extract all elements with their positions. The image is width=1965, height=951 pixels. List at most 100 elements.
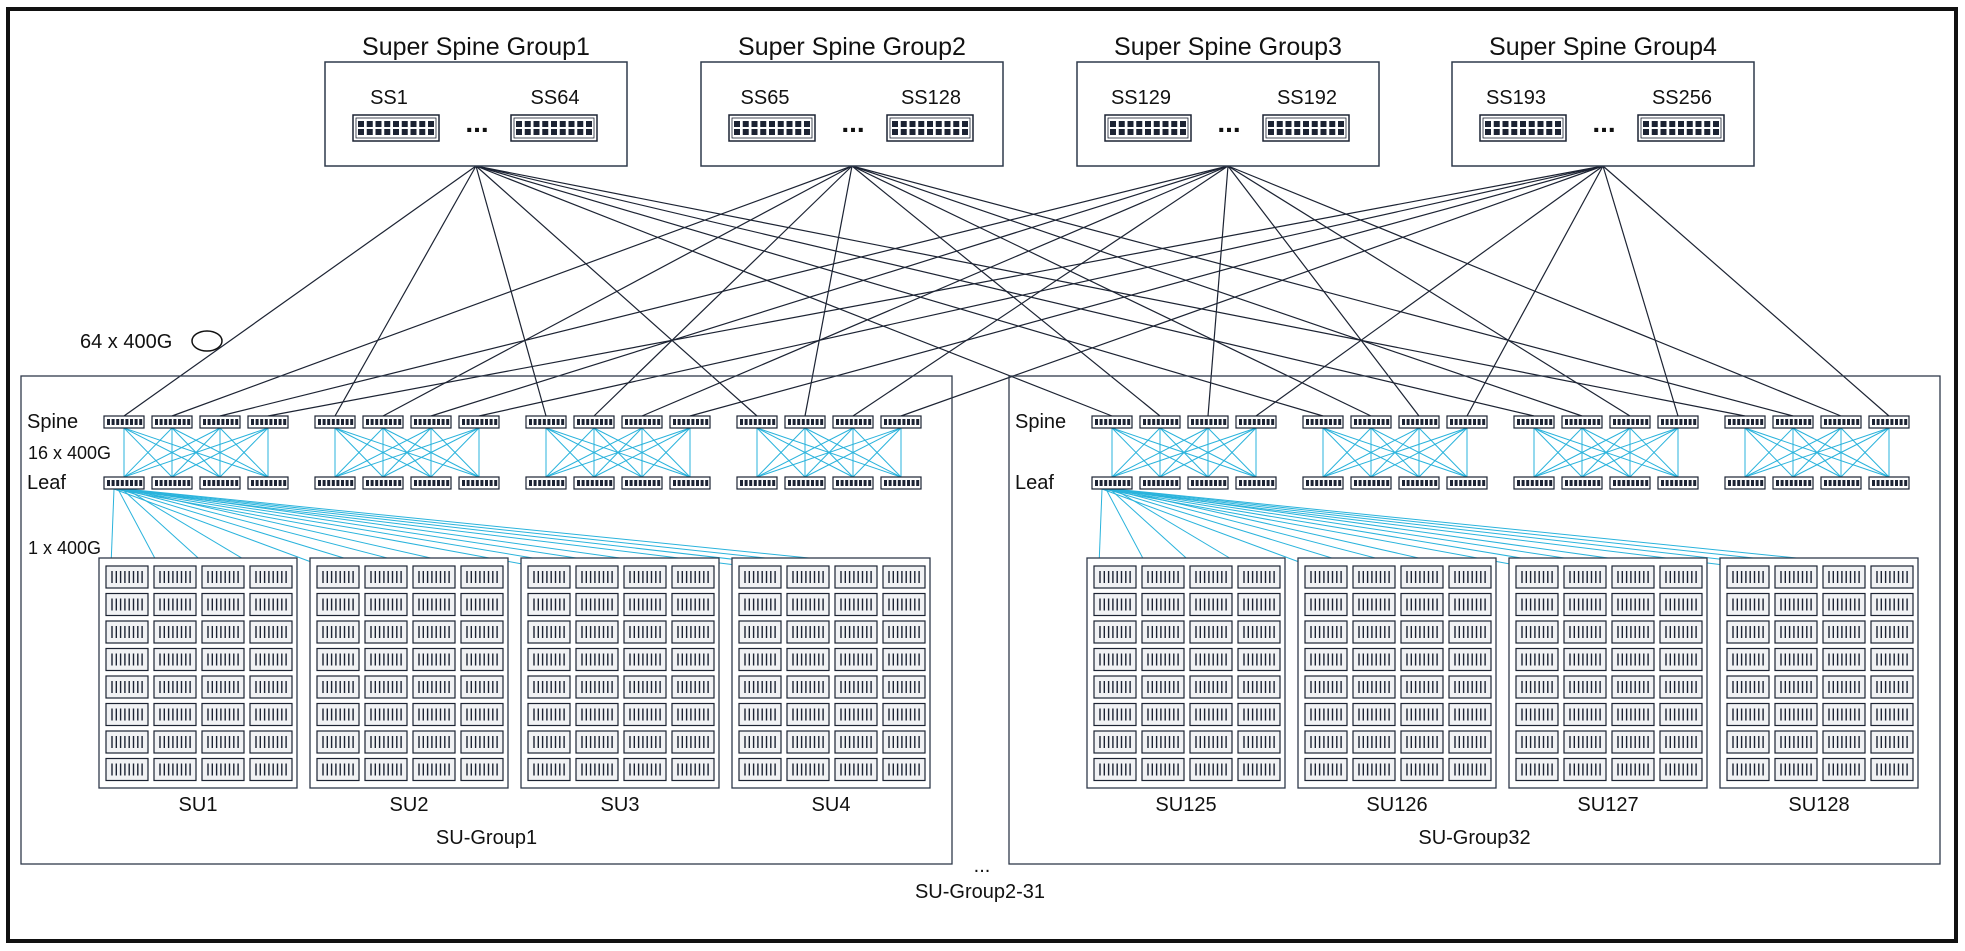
- leaf-switch: [1513, 476, 1555, 490]
- server-node: [1237, 675, 1281, 699]
- spine-switch: [880, 415, 922, 429]
- server-node: [1611, 565, 1655, 589]
- super-spine-link: [851, 165, 1583, 417]
- server-node: [738, 620, 782, 644]
- server-node: [882, 565, 926, 589]
- spine-switch: [1350, 415, 1392, 429]
- leaf-switch: [1302, 476, 1344, 490]
- server-node: [671, 647, 715, 672]
- server-node: [412, 592, 456, 617]
- server-node: [1141, 702, 1185, 727]
- server-node: [738, 730, 782, 754]
- su-group-box: [1008, 375, 1941, 865]
- server-node: [527, 592, 571, 617]
- spine-switch: [1398, 415, 1440, 429]
- server-node: [460, 620, 504, 644]
- spine-leaf-mesh: [1111, 427, 1890, 478]
- leaf-switch: [151, 476, 193, 490]
- server-node: [1304, 675, 1348, 699]
- su-group-box: [20, 375, 953, 865]
- leaf-switch: [1868, 476, 1910, 490]
- server-node: [882, 592, 926, 617]
- spine-row-label: Spine: [1015, 411, 1066, 433]
- server-node: [1563, 730, 1607, 754]
- leaf-switch: [1609, 476, 1651, 490]
- super-spine-switch-label: SS64: [531, 87, 580, 109]
- super-spine-switch-label: SS128: [901, 87, 961, 109]
- server-node: [1141, 565, 1185, 589]
- server-node: [1093, 730, 1137, 754]
- spine-switch: [103, 415, 145, 429]
- server-node: [1563, 647, 1607, 672]
- server-node: [316, 702, 360, 727]
- server-node: [105, 565, 149, 589]
- spine-switch: [1302, 415, 1344, 429]
- leaf-switch: [573, 476, 615, 490]
- server-node: [882, 620, 926, 644]
- server-node: [786, 592, 830, 617]
- server-node: [1659, 620, 1703, 644]
- server-node: [1141, 675, 1185, 699]
- server-node: [1400, 592, 1444, 617]
- server-node: [1563, 702, 1607, 727]
- server-node: [671, 757, 715, 782]
- scalable-unit-label: SU4: [812, 794, 851, 816]
- server-node: [786, 730, 830, 754]
- server-node: [1237, 702, 1281, 727]
- server-node: [364, 675, 408, 699]
- server-node: [153, 620, 197, 644]
- scalable-unit: [1297, 557, 1497, 789]
- server-node: [575, 730, 619, 754]
- leaf-switch: [1772, 476, 1814, 490]
- spine-switch: [1235, 415, 1277, 429]
- server-node: [316, 730, 360, 754]
- link-label: 64 x 400G: [80, 331, 172, 353]
- spine-switch: [1187, 415, 1229, 429]
- server-node: [1189, 592, 1233, 617]
- server-node: [786, 675, 830, 699]
- server-node: [460, 702, 504, 727]
- server-node: [1304, 757, 1348, 782]
- leaf-switch: [1446, 476, 1488, 490]
- super-spine-link: [851, 165, 1161, 417]
- server-node: [460, 592, 504, 617]
- server-node: [1304, 592, 1348, 617]
- leaf-row-label: Leaf: [27, 472, 66, 494]
- server-node: [1400, 702, 1444, 727]
- leaf-switch: [410, 476, 452, 490]
- server-node: [671, 592, 715, 617]
- super-spine-switch-label: SS192: [1277, 87, 1337, 109]
- leaf-switch: [362, 476, 404, 490]
- spine-switch: [1724, 415, 1766, 429]
- server-node: [105, 730, 149, 754]
- middle-dots: ...: [974, 855, 991, 877]
- leaf-switch: [1398, 476, 1440, 490]
- server-node: [1563, 565, 1607, 589]
- server-node: [738, 702, 782, 727]
- server-node: [412, 620, 456, 644]
- leaf-switch: [1091, 476, 1133, 490]
- server-node: [738, 592, 782, 617]
- scalable-unit: [98, 557, 298, 789]
- super-spine-group-title: Super Spine Group4: [1489, 33, 1717, 61]
- server-node: [1611, 620, 1655, 644]
- super-spine-switch: [1479, 114, 1567, 142]
- server-node: [1352, 565, 1396, 589]
- spine-switch: [669, 415, 711, 429]
- server-node: [201, 702, 245, 727]
- server-node: [575, 620, 619, 644]
- spine-switch: [1772, 415, 1814, 429]
- server-node: [1870, 647, 1914, 672]
- server-node: [412, 647, 456, 672]
- server-node: [1515, 702, 1559, 727]
- server-node: [201, 647, 245, 672]
- super-spine-link: [219, 165, 1229, 417]
- server-node: [1659, 730, 1703, 754]
- server-node: [1237, 592, 1281, 617]
- server-node: [882, 647, 926, 672]
- super-spine-link: [430, 165, 1229, 417]
- server-node: [1563, 592, 1607, 617]
- spine-switch: [151, 415, 193, 429]
